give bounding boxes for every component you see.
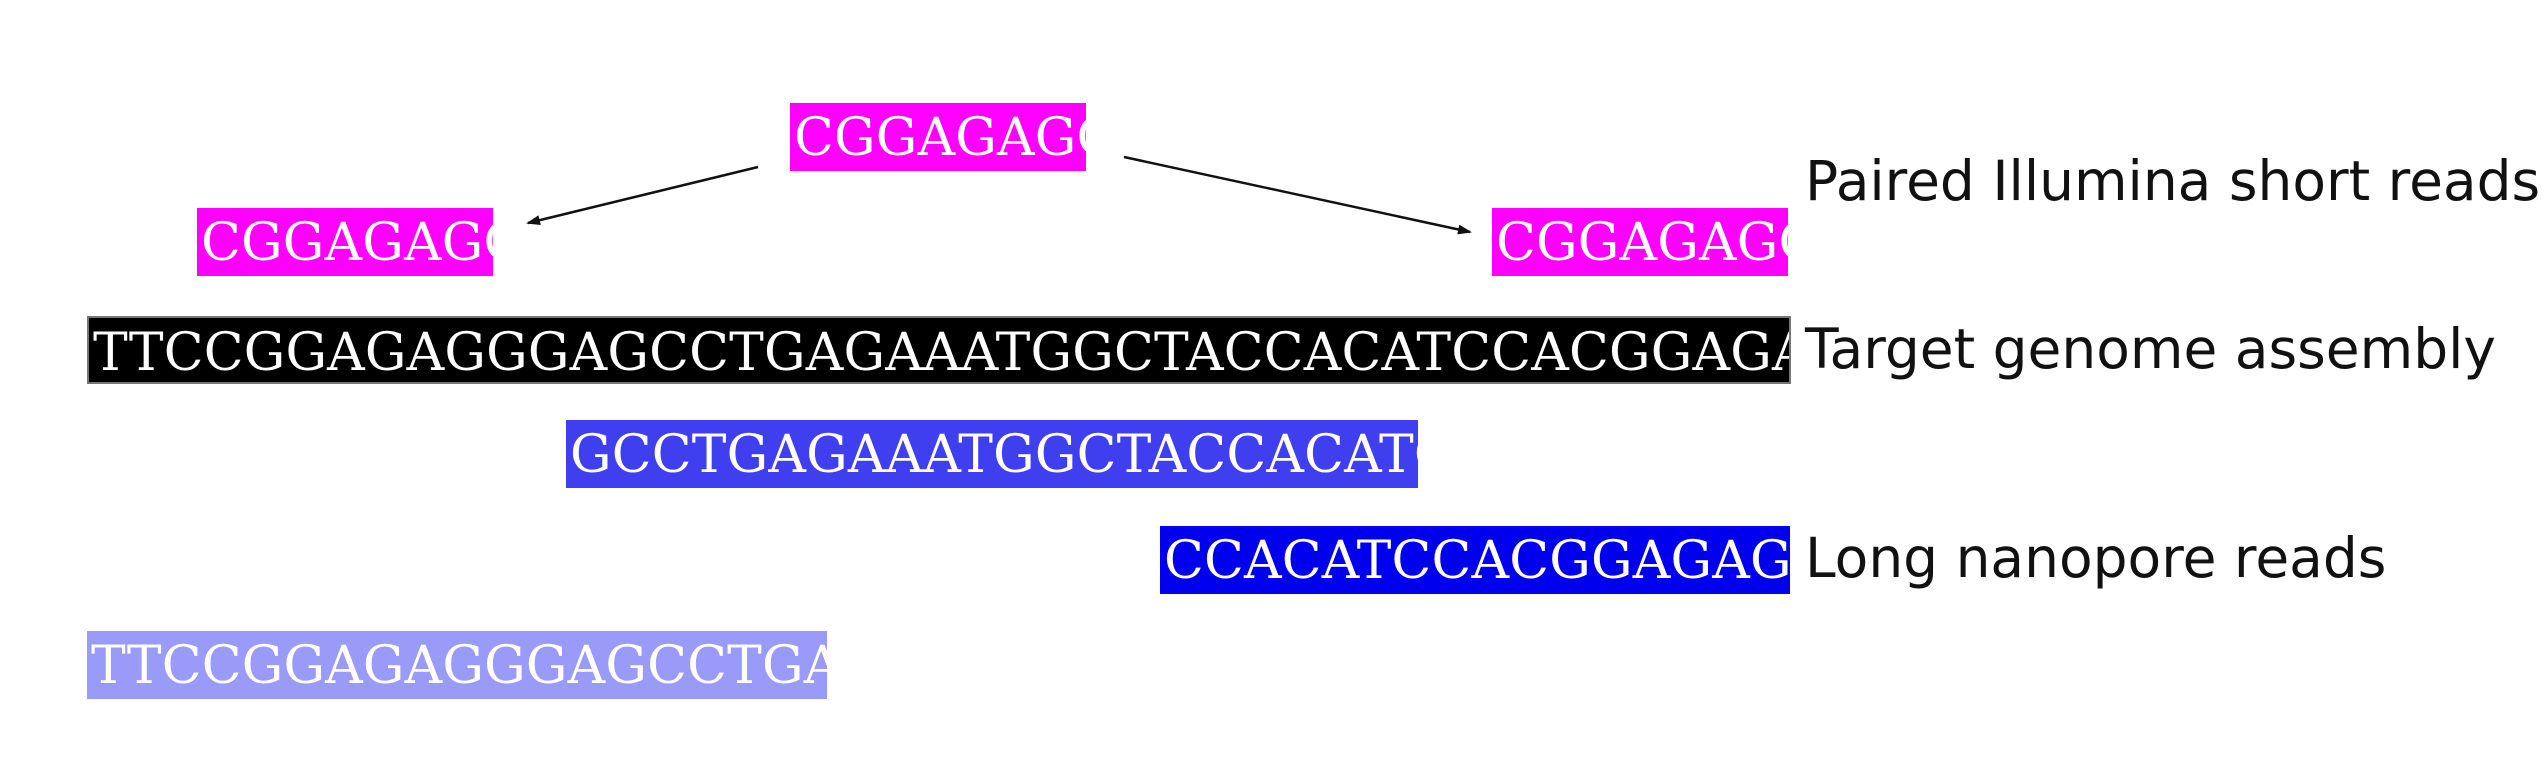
long-reads-label: Long nanopore reads [1805, 526, 2387, 590]
long-read-1: GCCTGAGAAATGGCTACCACATC [566, 420, 1418, 488]
short-read-right: CGGAGAGG [1492, 208, 1788, 276]
assembly-sequence: TTCCGGAGAGGGAGCCTGAGAAATGGCTACCACATCCACG… [87, 316, 1791, 384]
long-read-2: CCACATCCACGGAGAGG [1160, 526, 1790, 594]
short-read-source: CGGAGAGG [790, 103, 1086, 171]
assembly-label: Target genome assembly [1805, 317, 2496, 381]
short-reads-label: Paired Illumina short reads [1805, 149, 2541, 213]
short-read-left: CGGAGAGG [197, 208, 493, 276]
arrow-to-left-read [526, 165, 759, 226]
arrow-to-right-read [1123, 155, 1472, 235]
long-read-3: TTCCGGAGAGGGAGCCTGAG [87, 631, 827, 699]
